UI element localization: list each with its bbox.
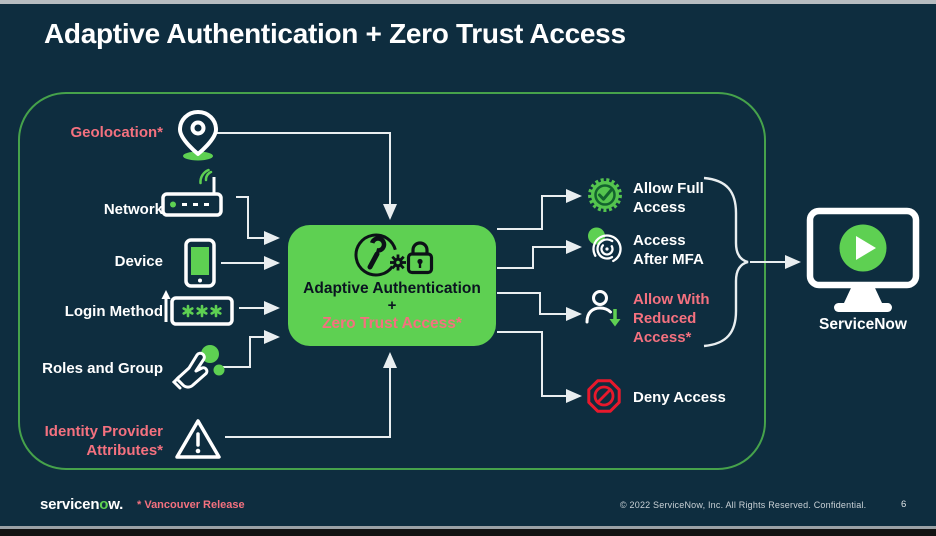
- warning-triangle-icon: [174, 416, 222, 460]
- input-label-geolocation: Geolocation*: [70, 124, 163, 141]
- user-reduced-access-icon: [584, 288, 624, 330]
- fingerprint-icon: [586, 227, 624, 265]
- deny-icon: [584, 376, 624, 416]
- monitor-play-icon: [804, 206, 922, 312]
- logo-text-pre: servicen: [40, 496, 100, 513]
- window-bottom-edge: [0, 526, 936, 529]
- destination-label: ServiceNow: [819, 316, 907, 333]
- outcome-label-allow-full-access: Allow Full Access: [633, 180, 704, 216]
- outcome-label-deny-access: Deny Access: [633, 389, 726, 406]
- process-line-1: Adaptive Authentication: [303, 280, 481, 297]
- outcome-label-access-after-mfa: Access After MFA: [633, 232, 704, 268]
- process-line-3: Zero Trust Access*: [322, 315, 462, 332]
- input-label-identity-provider: Identity Provider Attributes*: [44, 423, 163, 459]
- wrench-gear-lock-icon: [342, 230, 442, 280]
- servicenow-logo: servicenow.: [40, 496, 123, 513]
- diagram-frame: [18, 92, 766, 470]
- input-label-roles-and-group: Roles and Group: [42, 360, 163, 377]
- input-label-network: Network: [103, 201, 163, 218]
- logo-text-post: w.: [108, 496, 124, 513]
- process-line-2: +: [387, 297, 397, 314]
- page-title: Adaptive Authentication + Zero Trust Acc…: [44, 18, 626, 49]
- release-note: * Vancouver Release: [137, 499, 245, 511]
- hand-gesture-icon: [170, 341, 226, 393]
- wifi-router-icon: [160, 168, 232, 220]
- location-pin-icon: [176, 108, 220, 164]
- check-badge-icon: [586, 176, 624, 214]
- page-number: 6: [901, 499, 907, 510]
- input-label-device: Device: [114, 253, 163, 270]
- logo-green-letter: o: [99, 496, 109, 513]
- outcome-label-allow-with-reduced-access: Allow With Reduced Access*: [633, 291, 710, 346]
- smartphone-icon: [182, 237, 218, 289]
- password-entry-icon: [156, 288, 236, 330]
- input-label-login-method: Login Method: [64, 303, 163, 320]
- process-box: Adaptive Authentication + Zero Trust Acc…: [288, 225, 496, 346]
- copyright-text: © 2022 ServiceNow, Inc. All Rights Reser…: [620, 500, 867, 510]
- window-bottom-bar: [0, 529, 936, 536]
- window-top-edge: [0, 0, 936, 4]
